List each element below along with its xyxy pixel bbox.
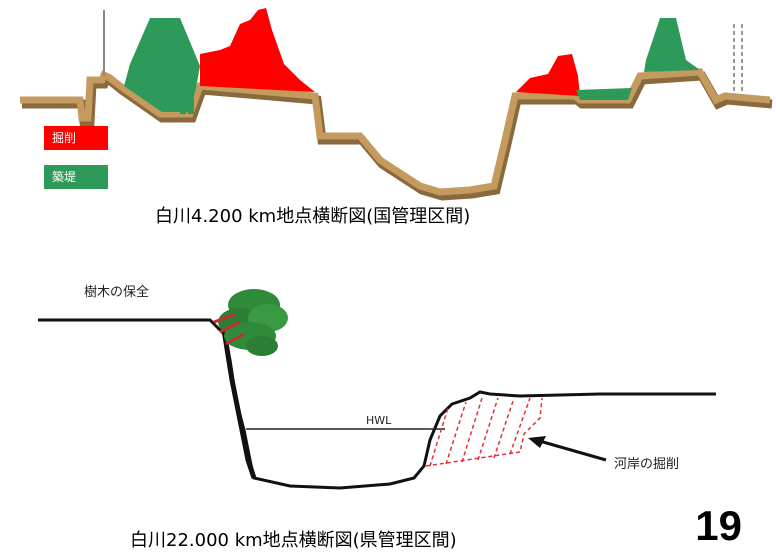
top-cross-section [20,8,773,201]
legend-embankment: 築堤 [44,165,108,189]
bottom-caption: 白川22.000 km地点横断図(県管理区間) [130,530,457,551]
page-number: 19 [695,502,742,549]
tree-icon [213,289,288,356]
embankment-left [124,18,200,112]
top-ground-line [20,68,771,196]
excavation-arrow-head [528,436,546,448]
top-caption: 白川4.200 km地点横断図(国管理区間) [155,206,471,227]
hwl-label: HWL [366,414,392,427]
left-bank-wall [221,329,257,479]
legend-excavation: 掘削 [44,126,108,150]
excavation-dashed-outline [425,397,543,467]
bank-excavation-label: 河岸の掘削 [614,457,680,472]
excavation-arrow-line [535,438,607,462]
excavation-left [200,8,315,92]
tree-preservation-label: 樹木の保全 [84,285,150,300]
excavation-right [516,54,580,96]
embankment-right-high [644,18,700,72]
embankment-left-notch [180,92,194,114]
excavation-hatch [429,397,531,467]
embankment-right-low [576,88,632,100]
